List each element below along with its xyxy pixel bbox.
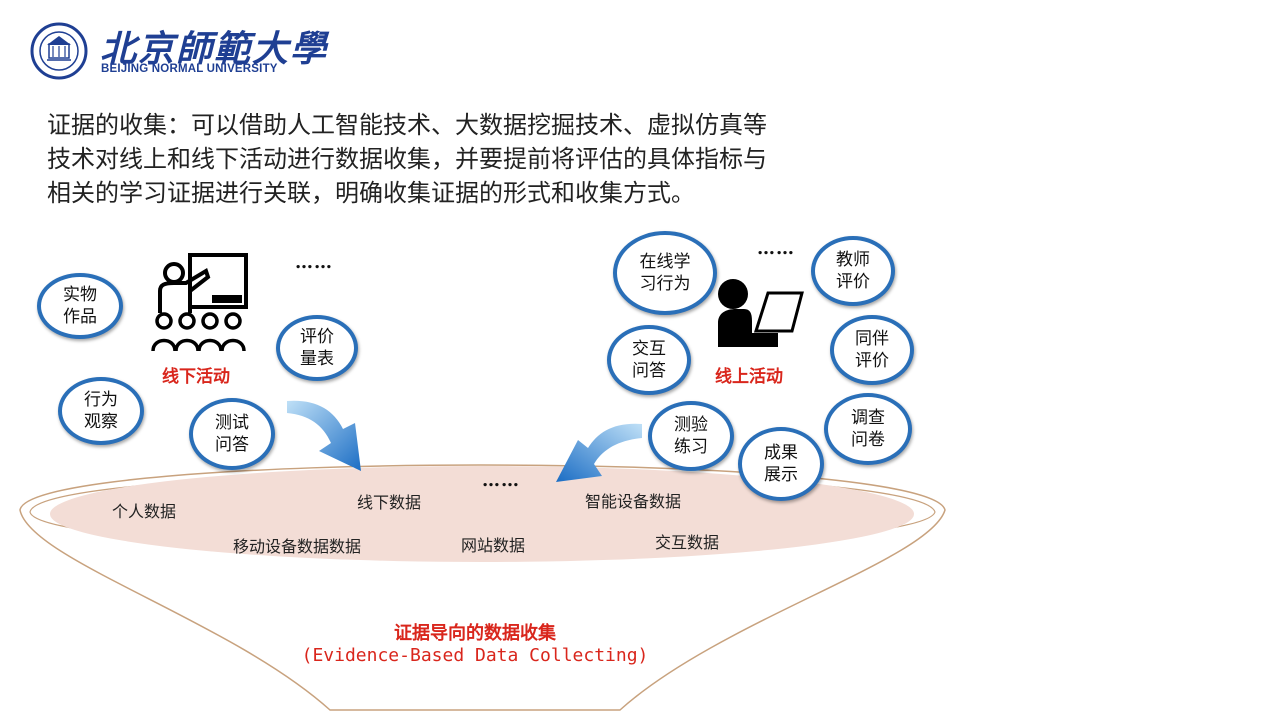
circle-survey-questionnaire: 调查问卷 [824, 393, 912, 465]
circle-physical-work: 实物作品 [37, 273, 123, 339]
funnel-item-website-data: 网站数据 [461, 536, 526, 555]
circle-label: 测验练习 [674, 415, 708, 457]
circle-quiz-practice: 测验练习 [648, 401, 734, 471]
offline-ellipsis: …… [295, 252, 333, 273]
circle-evaluation-scale: 评价量表 [276, 315, 358, 381]
online-activities-label: 线上活动 [715, 367, 783, 387]
online-ellipsis: …… [757, 238, 795, 259]
circle-label: 教师评价 [836, 250, 870, 292]
circle-label: 评价量表 [300, 327, 334, 369]
circle-label: 实物作品 [63, 285, 97, 327]
funnel-item-personal-data: 个人数据 [112, 502, 177, 521]
funnel-item-offline-data: 线下数据 [357, 493, 422, 512]
funnel-ellipsis: …… [482, 470, 520, 491]
classroom-teacher-icon [151, 253, 248, 352]
funnel-shape [19, 464, 946, 711]
circle-interactive-qa: 交互问答 [607, 325, 691, 395]
circle-label: 行为观察 [84, 390, 118, 432]
circle-label: 交互问答 [632, 339, 666, 381]
circle-label: 调查问卷 [851, 408, 885, 450]
offline-arrow-icon [287, 400, 361, 471]
circle-label: 同伴评价 [855, 329, 889, 371]
funnel-title: 证据导向的数据收集 [394, 623, 556, 644]
circle-label: 成果展示 [764, 443, 798, 485]
online-arrow-icon [556, 423, 642, 482]
evidence-collection-paragraph: 证据的收集：可以借助人工智能技术、大数据挖掘技术、虚拟仿真等技术对线上和线下活动… [47, 111, 767, 207]
offline-activities-label: 线下活动 [162, 367, 230, 387]
funnel-item-mobile-device-data: 移动设备数据数据 [233, 537, 362, 556]
circle-label: 测试问答 [215, 413, 249, 455]
circle-teacher-evaluation: 教师评价 [811, 236, 895, 306]
university-name-en: BEIJING NORMAL UNIVERSITY [101, 63, 278, 75]
circle-outcome-showcase: 成果展示 [738, 427, 824, 501]
funnel-item-interaction-data: 交互数据 [655, 533, 720, 552]
circle-label: 在线学习行为 [639, 252, 691, 294]
circle-test-qa: 测试问答 [189, 398, 275, 470]
circle-peer-evaluation: 同伴评价 [830, 315, 914, 385]
funnel-item-smart-device-data: 智能设备数据 [585, 492, 682, 511]
university-name-cn: 北京師範大學 [100, 28, 329, 70]
funnel-subtitle: (Evidence-Based Data Collecting) [301, 645, 649, 666]
circle-online-learning-behavior: 在线学习行为 [613, 231, 717, 315]
circle-behavior-observation: 行为观察 [58, 377, 144, 445]
online-learner-icon [718, 279, 804, 347]
university-seal-icon [30, 22, 88, 80]
